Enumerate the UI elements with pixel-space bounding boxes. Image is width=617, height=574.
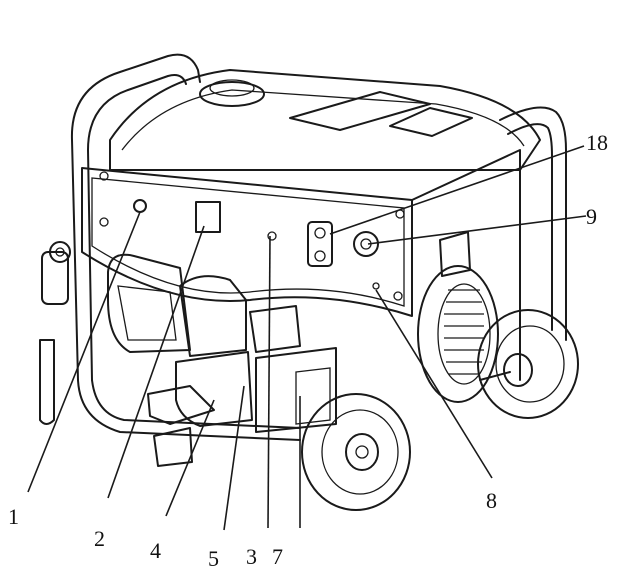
fuel-gauge-panel-icon: [289, 91, 431, 131]
circuit-breaker-icon: [133, 199, 147, 213]
callout-2: 2: [94, 526, 105, 551]
callout-7: 7: [272, 544, 283, 569]
front-wheel: [301, 393, 411, 511]
control-panel: [81, 167, 413, 317]
callout-8: 8: [486, 488, 497, 513]
hour-meter-icon: [195, 201, 221, 233]
frame-handle: [70, 53, 567, 381]
callout-5: 5: [208, 546, 219, 571]
outlet-120v-icon: [307, 221, 333, 267]
frame-base: [77, 149, 521, 441]
alternator-cover: [417, 231, 499, 403]
handle-bracket: [39, 241, 71, 425]
fuel-cap-icon: [199, 81, 265, 107]
ground-terminal-icon: [267, 231, 277, 241]
oil-drain-icon: [147, 385, 215, 425]
callout-18: 18: [586, 130, 608, 155]
callout-9: 9: [586, 204, 597, 229]
callout-3: 3: [246, 544, 257, 569]
muffler-icon: [255, 347, 337, 433]
callout-4: 4: [150, 538, 161, 563]
leader-lines: [27, 145, 587, 531]
recoil-starter-icon: [179, 275, 247, 357]
engine: [107, 253, 337, 467]
rear-wheel: [477, 309, 579, 419]
fuel-tank: [109, 69, 541, 171]
outlet-twist-lock-icon: [353, 231, 379, 257]
callout-1: 1: [8, 504, 19, 529]
